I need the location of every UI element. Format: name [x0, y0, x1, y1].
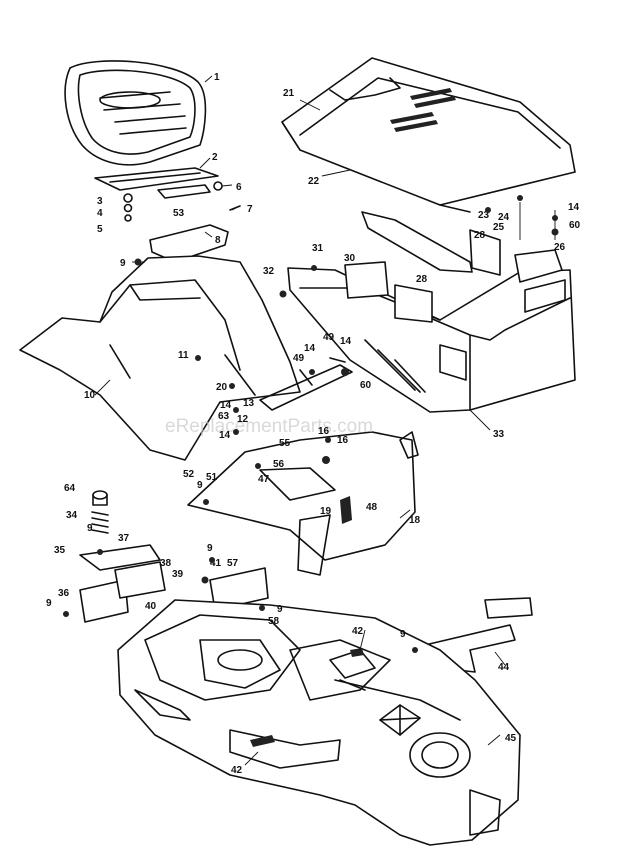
callout-44: 44: [498, 662, 510, 673]
callout-31: 31: [312, 243, 324, 254]
callout-53: 53: [173, 208, 185, 219]
callout-20: 20: [216, 382, 228, 393]
callout-8: 8: [215, 235, 221, 246]
callout-51: 51: [206, 472, 218, 483]
grille: [287, 267, 576, 413]
callout-58: 58: [268, 616, 280, 627]
callout-35: 35: [54, 545, 66, 556]
callout-2: 2: [212, 152, 218, 163]
hood-bracket: [344, 211, 563, 323]
callout-24: 24: [498, 212, 510, 223]
callout-55: 55: [279, 438, 291, 449]
callout-26: 26: [554, 242, 566, 253]
callout-42a: 42: [352, 626, 364, 637]
frame: [117, 599, 521, 846]
callout-28b: 28: [416, 274, 428, 285]
callout-9f: 9: [46, 598, 52, 609]
callout-57: 57: [227, 558, 239, 569]
callout-labels: 1 2 3 4 5 6 7 8 9 10 11 12 13 14 14 14 1…: [46, 72, 581, 776]
callout-49b: 49: [323, 332, 335, 343]
rear-fender: [19, 255, 301, 461]
callout-38: 38: [160, 558, 172, 569]
callout-49a: 49: [293, 353, 305, 364]
callout-45: 45: [505, 733, 517, 744]
callout-16b: 16: [337, 435, 349, 446]
callout-14c: 14: [340, 336, 352, 347]
seat: [64, 60, 207, 166]
callout-14d: 14: [568, 202, 580, 213]
callout-9g: 9: [400, 629, 406, 640]
callout-16a: 16: [318, 426, 330, 437]
callout-33: 33: [493, 429, 505, 440]
callout-25: 25: [493, 222, 505, 233]
callout-34: 34: [66, 510, 78, 521]
callout-11: 11: [178, 350, 189, 361]
callout-6: 6: [236, 182, 242, 193]
callout-9c: 9: [197, 480, 203, 491]
callout-9b: 9: [87, 523, 93, 534]
callout-5: 5: [97, 224, 103, 235]
watermark: eReplacementParts.com: [165, 416, 373, 437]
hardware-fasteners: [63, 195, 559, 653]
callout-23: 23: [478, 210, 490, 221]
callout-7: 7: [247, 204, 253, 215]
callout-64: 64: [64, 483, 76, 494]
callout-4: 4: [97, 208, 103, 219]
callout-14e: 14: [219, 430, 231, 441]
callout-28a: 28: [474, 230, 486, 241]
callout-37: 37: [118, 533, 130, 544]
callout-22: 22: [308, 176, 320, 187]
hood: [281, 57, 576, 213]
spring-assembly: [79, 490, 166, 623]
callout-14b: 14: [304, 343, 316, 354]
seat-bracket: [94, 167, 241, 222]
callout-14a: 14: [220, 400, 232, 411]
callout-60b: 60: [569, 220, 581, 231]
column-bracket: [259, 357, 353, 411]
leader-lines: [94, 75, 556, 766]
callout-52: 52: [183, 469, 195, 480]
callout-9d: 9: [207, 543, 213, 554]
callout-32: 32: [263, 266, 275, 277]
callout-30: 30: [344, 253, 356, 264]
dash-panel: [187, 431, 419, 576]
callout-3: 3: [97, 196, 103, 207]
callout-63: 63: [218, 411, 230, 422]
callout-42b: 42: [231, 765, 243, 776]
callout-18: 18: [409, 515, 421, 526]
callout-47: 47: [258, 474, 270, 485]
callout-13: 13: [243, 398, 255, 409]
callout-9a: 9: [120, 258, 126, 269]
callout-36: 36: [58, 588, 70, 599]
callout-1: 1: [214, 72, 220, 83]
callout-21: 21: [283, 88, 295, 99]
callout-40: 40: [145, 601, 157, 612]
callout-41: 41: [210, 558, 222, 569]
callout-48: 48: [366, 502, 378, 513]
callout-56: 56: [273, 459, 285, 470]
callout-9e: 9: [277, 604, 283, 615]
callout-10: 10: [84, 390, 96, 401]
callout-60a: 60: [360, 380, 372, 391]
callout-39: 39: [172, 569, 184, 580]
callout-12: 12: [237, 414, 249, 425]
callout-19: 19: [320, 506, 332, 517]
